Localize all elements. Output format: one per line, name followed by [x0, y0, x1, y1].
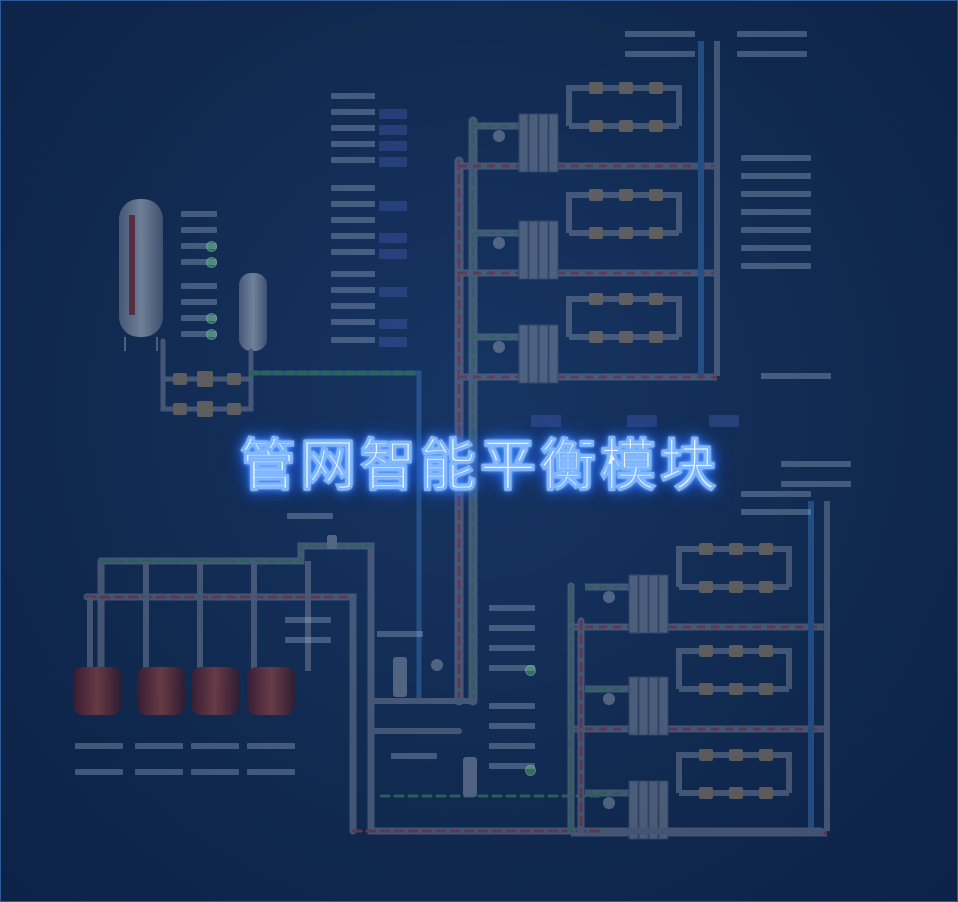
- expansion-tank-icon: [239, 273, 267, 351]
- status-dot-icon: [525, 765, 536, 776]
- label-placeholder: [741, 173, 811, 179]
- label-placeholder: [489, 625, 535, 631]
- label-placeholder: [331, 217, 375, 223]
- label-placeholder: [331, 271, 375, 277]
- label-placeholder: [489, 605, 535, 611]
- pump-icon: [327, 535, 477, 797]
- label-placeholder: [761, 373, 831, 379]
- label-placeholder: [379, 201, 407, 211]
- label-placeholder: [377, 631, 423, 637]
- status-dot-icon: [206, 257, 217, 268]
- label-placeholder: [379, 287, 407, 297]
- label-placeholder: [181, 259, 217, 265]
- label-placeholder: [331, 185, 375, 191]
- label-placeholder: [331, 233, 375, 239]
- label-placeholder: [741, 209, 811, 215]
- label-placeholder: [181, 243, 217, 249]
- status-dot-icon: [525, 665, 536, 676]
- label-placeholder: [391, 753, 437, 759]
- label-placeholder: [331, 125, 375, 131]
- label-placeholder: [741, 245, 811, 251]
- label-placeholder: [75, 743, 123, 749]
- label-placeholder: [741, 263, 811, 269]
- label-placeholder: [741, 509, 811, 515]
- label-placeholder: [489, 665, 535, 671]
- label-placeholder: [741, 227, 811, 233]
- label-placeholder: [531, 415, 561, 427]
- label-placeholder: [181, 331, 217, 337]
- label-placeholder: [331, 141, 375, 147]
- label-placeholder: [379, 249, 407, 259]
- label-placeholder: [737, 51, 807, 57]
- label-placeholder: [331, 157, 375, 163]
- label-placeholder: [741, 191, 811, 197]
- label-placeholder: [135, 743, 183, 749]
- label-placeholder: [191, 769, 239, 775]
- label-placeholder: [331, 109, 375, 115]
- label-placeholder: [625, 31, 695, 37]
- label-placeholder: [181, 299, 217, 305]
- page-title: 管网智能平衡模块: [240, 434, 720, 500]
- label-placeholder: [627, 415, 657, 427]
- label-placeholder: [331, 249, 375, 255]
- label-placeholder: [331, 319, 375, 325]
- label-placeholder: [625, 51, 695, 57]
- label-placeholder: [741, 491, 811, 497]
- label-placeholder: [135, 769, 183, 775]
- label-placeholder: [489, 723, 535, 729]
- label-placeholder: [181, 227, 217, 233]
- label-placeholder: [737, 31, 807, 37]
- label-placeholder: [75, 769, 123, 775]
- label-placeholder: [489, 703, 535, 709]
- boiler-icon: [73, 667, 295, 715]
- label-placeholder: [489, 763, 535, 769]
- label-placeholder: [489, 743, 535, 749]
- label-placeholder: [247, 769, 295, 775]
- label-placeholder: [379, 157, 407, 167]
- label-placeholder: [285, 617, 331, 623]
- status-dot-icon: [206, 329, 217, 340]
- status-dot-icon: [206, 241, 217, 252]
- label-placeholder: [379, 109, 407, 119]
- label-placeholder: [379, 337, 407, 347]
- label-placeholder: [331, 201, 375, 207]
- label-placeholder: [331, 287, 375, 293]
- label-placeholder: [181, 315, 217, 321]
- label-placeholder: [331, 337, 375, 343]
- label-placeholder: [781, 461, 851, 467]
- label-placeholder: [379, 319, 407, 329]
- label-placeholder: [489, 645, 535, 651]
- storage-tank-icon: [119, 199, 163, 351]
- label-placeholder: [287, 513, 333, 519]
- label-placeholder: [379, 233, 407, 243]
- label-placeholder: [781, 481, 851, 487]
- label-placeholder: [181, 283, 217, 289]
- label-placeholder: [285, 637, 331, 643]
- label-placeholder: [741, 155, 811, 161]
- label-placeholder: [709, 415, 739, 427]
- label-placeholder: [331, 93, 375, 99]
- label-placeholder: [191, 743, 239, 749]
- label-placeholder: [379, 141, 407, 151]
- label-placeholder: [379, 125, 407, 135]
- label-placeholder: [331, 303, 375, 309]
- status-dot-icon: [206, 313, 217, 324]
- label-placeholder: [247, 743, 295, 749]
- label-placeholder: [181, 211, 217, 217]
